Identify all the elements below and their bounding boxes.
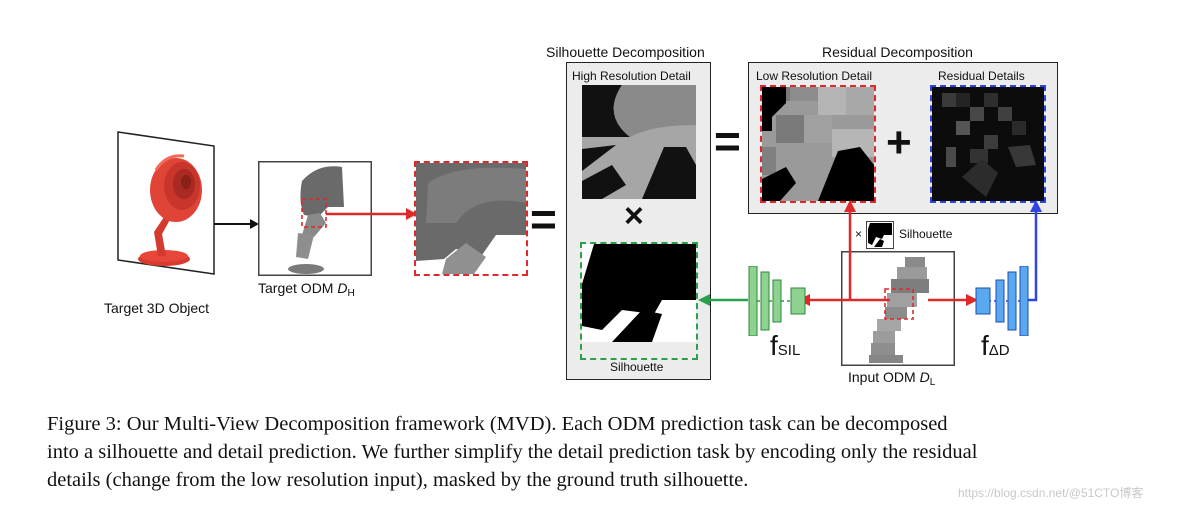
equals-sign-2: = <box>714 115 741 167</box>
residual-decomposition-title: Residual Decomposition <box>822 44 973 60</box>
low-resolution-detail-label: Low Resolution Detail <box>756 69 873 83</box>
target-odm-label: Target ODM DH <box>258 280 355 299</box>
residual-details-label: Residual Details <box>938 69 1025 83</box>
target-3d-object-label: Target 3D Object <box>104 300 210 316</box>
network-encoder-icon <box>748 266 806 336</box>
silhouette-mask-thumbnail <box>866 221 894 249</box>
silhouette-mask-label: Silhouette <box>899 227 953 241</box>
caption-line-3: details (change from the low resolution … <box>47 469 749 491</box>
figure-caption: Figure 3: Our Multi-View Decomposition f… <box>47 410 1137 494</box>
high-resolution-detail-image <box>582 85 696 199</box>
zoomed-crop <box>414 161 528 276</box>
caption-line-1: Figure 3: Our Multi-View Decomposition f… <box>47 413 948 435</box>
small-times-sign: × <box>855 227 863 241</box>
lamp-object-icon <box>138 154 202 266</box>
caption-line-2: into a silhouette and detail prediction.… <box>47 441 978 463</box>
residual-details-image <box>930 85 1046 203</box>
arrow-zoom <box>326 208 417 220</box>
low-resolution-detail-image <box>760 85 876 203</box>
plus-sign: + <box>886 118 912 167</box>
network-decoder-icon <box>975 266 1029 336</box>
silhouette-label: Silhouette <box>610 360 664 374</box>
input-odm-image <box>841 251 955 366</box>
f-sil-label: fSIL <box>770 330 801 361</box>
target-3d-object-view <box>117 131 215 275</box>
watermark: https://blog.csdn.net/@51CTO博客 <box>958 486 1144 500</box>
input-odm-label: Input ODM DL <box>848 369 936 388</box>
silhouette-decomposition-title: Silhouette Decomposition <box>546 44 705 60</box>
high-resolution-detail-label: High Resolution Detail <box>572 69 691 83</box>
equals-sign-1: = <box>530 193 557 245</box>
silhouette-image <box>580 242 698 360</box>
times-sign: × <box>624 197 644 235</box>
flow-arrows <box>698 200 1042 306</box>
f-delta-d-label: fΔD <box>981 330 1010 361</box>
arrow-object-to-odm <box>214 219 259 229</box>
target-odm-image <box>258 161 372 276</box>
